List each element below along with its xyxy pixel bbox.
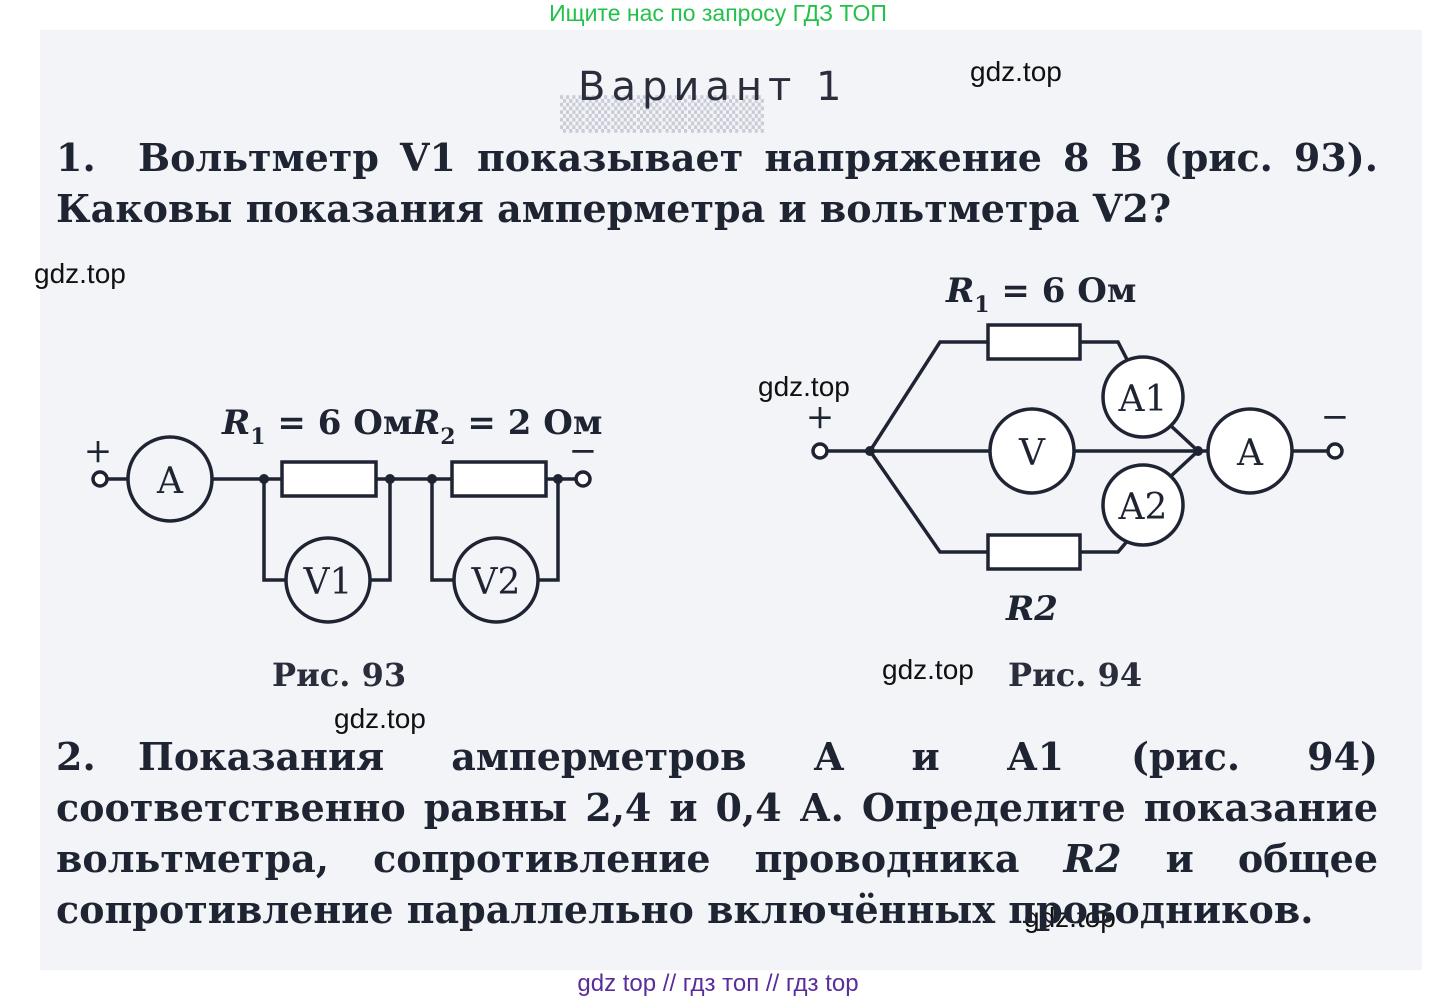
watermark: gdz.top	[882, 654, 974, 685]
voltmeter-label: V	[1018, 433, 1046, 474]
watermark: gdz.top	[334, 703, 426, 734]
task-1-number: 1.	[56, 135, 96, 180]
task-1-text: Вольтметр V1 показывает напряжение 8 В (…	[56, 135, 1378, 231]
search-banner: Ищите нас по запросу ГДЗ ТОП	[549, 0, 887, 26]
task-2-text-end: и общее сопротивление параллельно включё…	[56, 836, 1378, 932]
task-2-r2: R2	[1063, 836, 1122, 881]
plus-terminal-label: +	[806, 397, 835, 437]
minus-terminal-label: −	[1321, 397, 1350, 437]
ammeter-a2-label: A2	[1118, 487, 1168, 528]
voltmeter-v1-label: V1	[303, 562, 353, 603]
watermark: gdz.top	[34, 258, 126, 289]
textbook-page: ▒▒▒▒▒▒▒▒	[40, 30, 1422, 970]
task-2-text: Показания амперметров А и А1 (рис. 94) с…	[56, 734, 1378, 881]
task-1: 1.Вольтметр V1 показывает напряжение 8 В…	[56, 132, 1378, 234]
figure-93-circuit: + − A V1 V2 R1 = 6 Ом R2 = 2 Ом	[84, 403, 602, 624]
ammeter-label: A	[156, 461, 184, 502]
voltmeter-v2-label: V2	[471, 562, 521, 603]
r2-label: R2 = 2 Ом	[411, 403, 602, 450]
task-2: 2.Показания амперметров А и А1 (рис. 94)…	[56, 731, 1378, 935]
minus-terminal-label: −	[569, 431, 598, 471]
ammeter-label: A	[1236, 433, 1264, 474]
variant-heading: Вариант 1	[578, 64, 848, 110]
r2-label: R2	[1005, 589, 1058, 629]
watermark: gdz.top	[1024, 902, 1116, 933]
task-2-number: 2.	[56, 734, 96, 779]
ammeter-a1-label: A1	[1118, 379, 1168, 420]
footer-watermark: gdz top // гдз топ // гдз top	[577, 970, 859, 997]
watermark: gdz.top	[758, 371, 850, 402]
r1-label: R1 = 6 Ом	[945, 271, 1136, 318]
r1-label: R1 = 6 Ом	[221, 403, 412, 450]
plus-terminal-label: +	[84, 431, 113, 471]
figure-94-circuit: + − V A1 A2 A R1 = 6 Ом R2	[806, 271, 1350, 629]
watermark: gdz.top	[970, 56, 1062, 87]
figure-94-caption: Рис. 94	[1008, 656, 1143, 694]
figure-93-caption: Рис. 93	[272, 656, 407, 694]
